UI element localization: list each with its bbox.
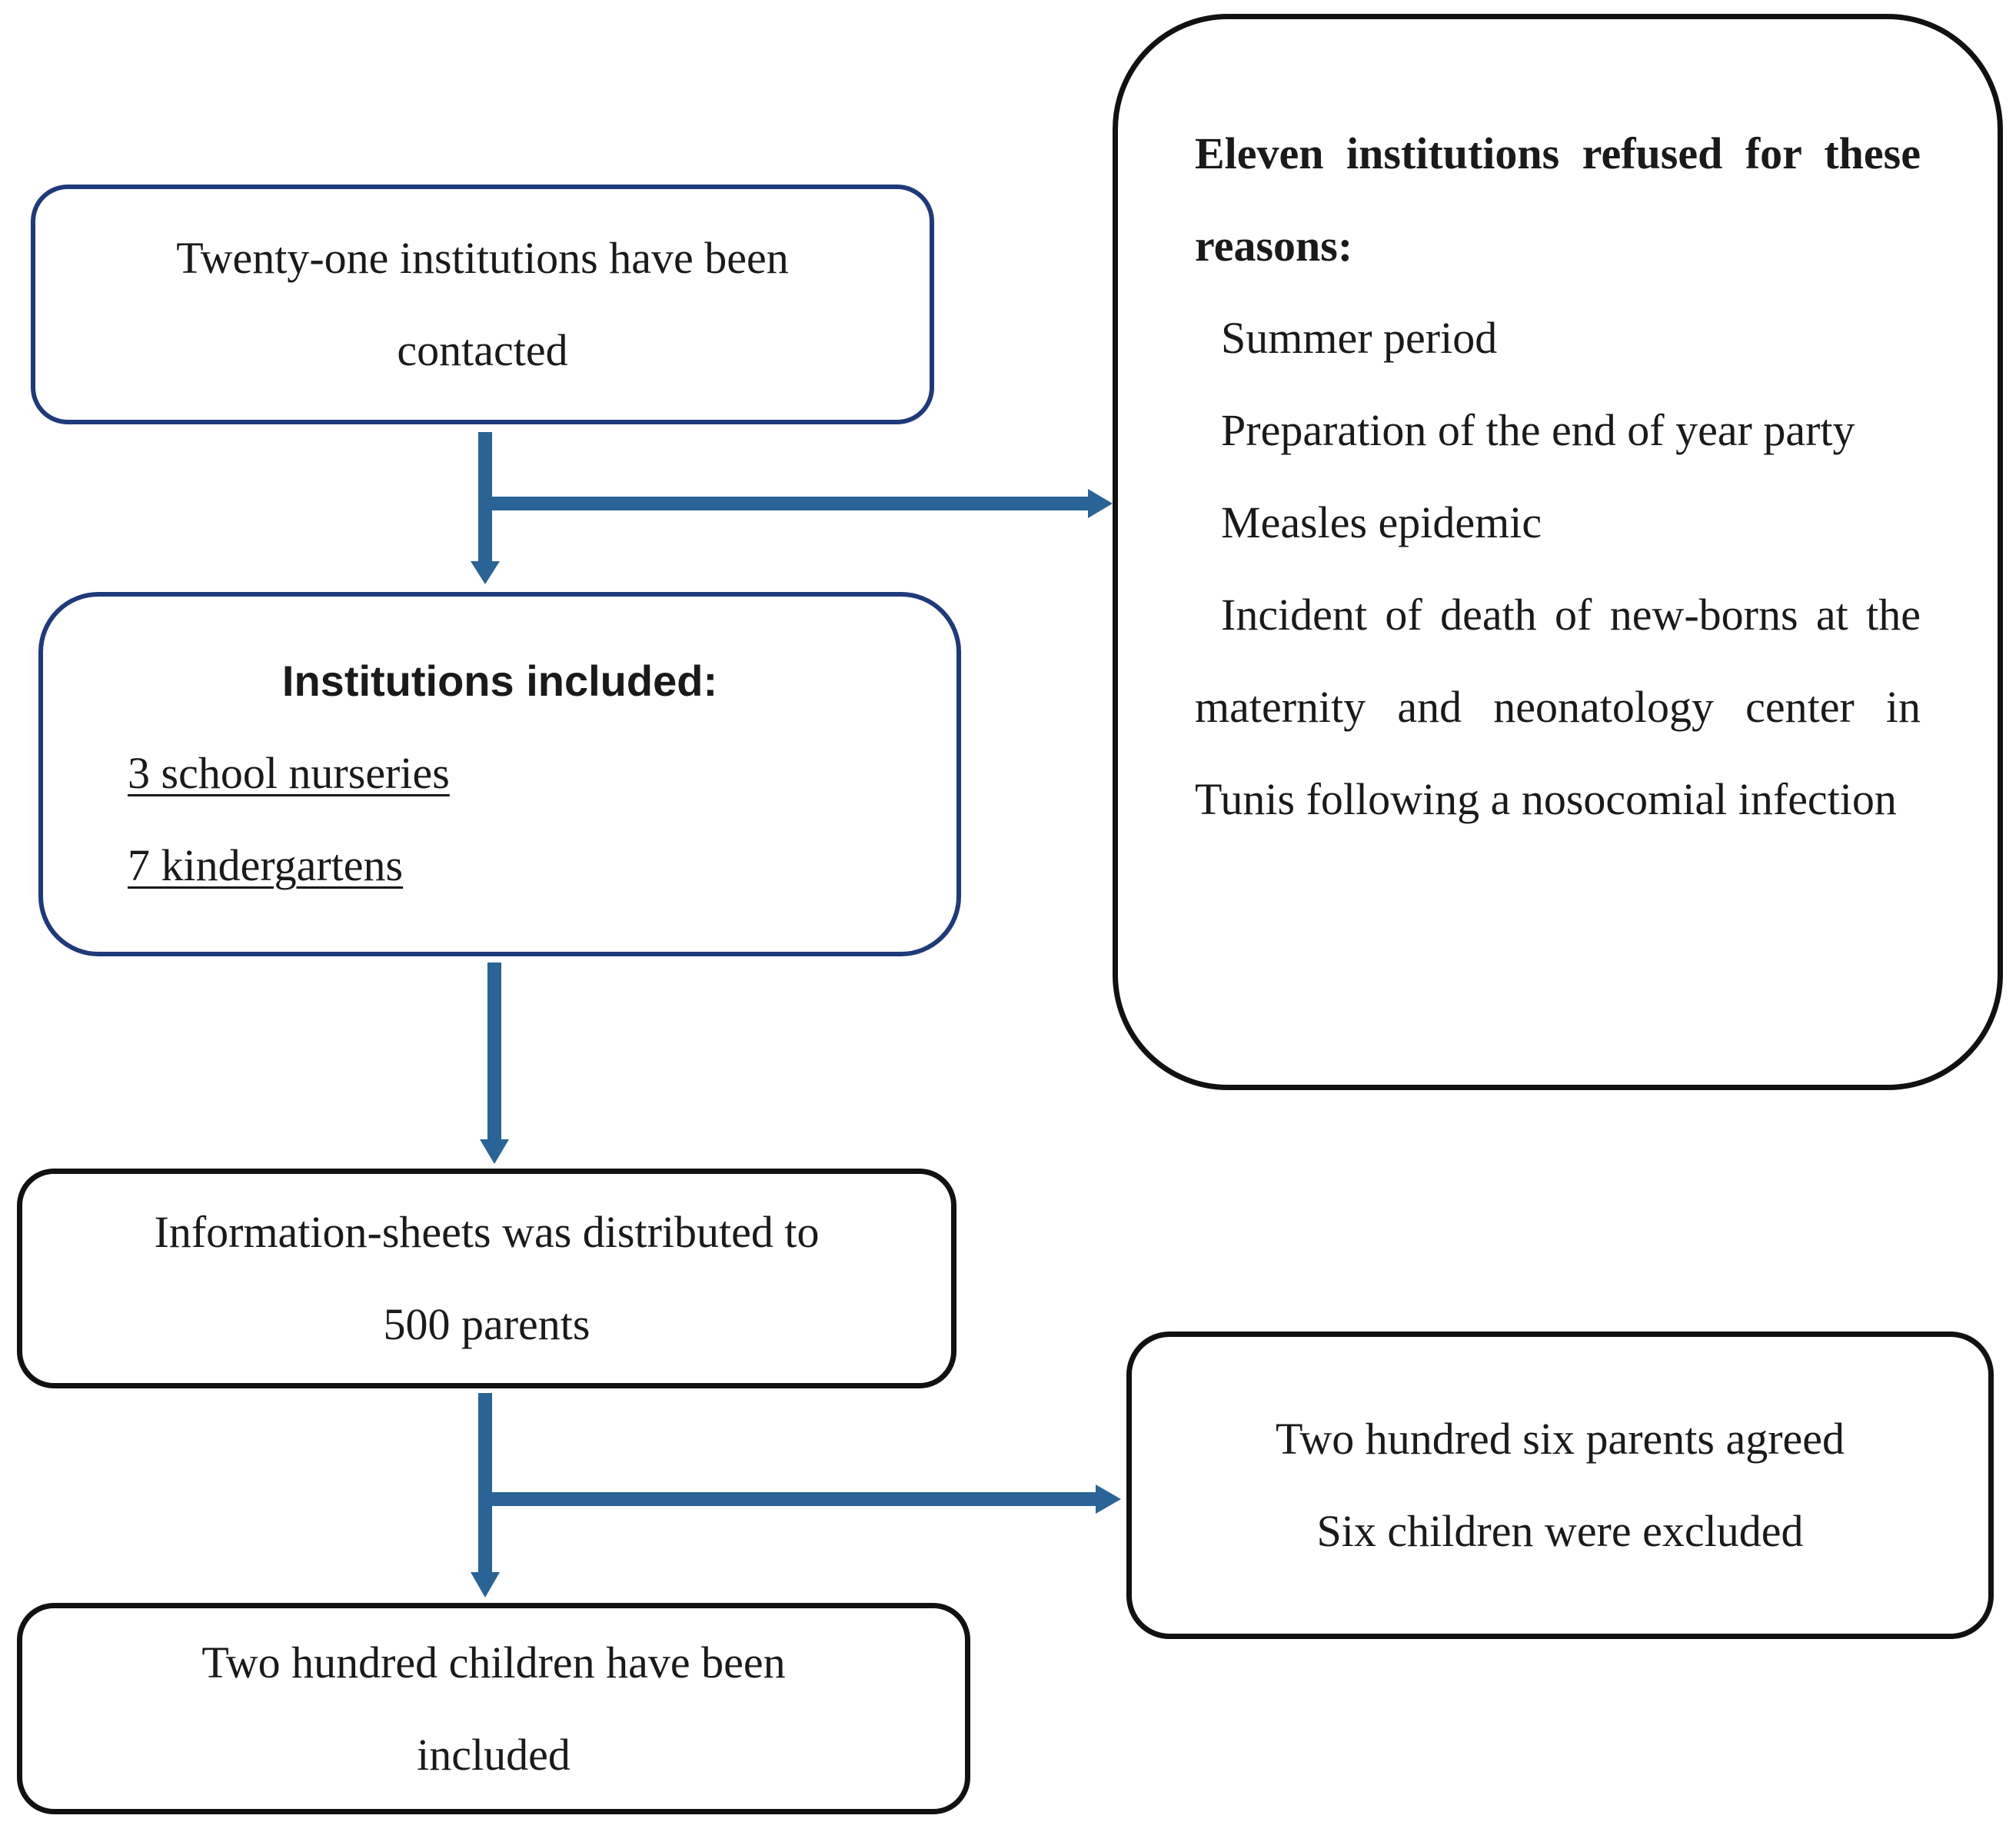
children-line-1: Two hundred children have been (201, 1637, 786, 1687)
children-line-2: included (417, 1729, 571, 1780)
agreed-box: Two hundred six parents agreed Six child… (1126, 1332, 1994, 1639)
contacted-box: Twenty-one institutions have been contac… (31, 185, 934, 424)
distributed-line-1: Information-sheets was distributed to (154, 1207, 820, 1257)
included-heading: Institutions included: (281, 657, 718, 705)
arrow-to-refused (492, 489, 1113, 518)
reason-newborns: Incident of death of new-borns at the ma… (1195, 590, 1921, 824)
arrow-included-to-distributed (480, 963, 509, 1164)
agreed-line-1: Two hundred six parents agreed (1275, 1414, 1845, 1464)
included-item-kindergartens: 7 kindergartens (128, 840, 404, 890)
reason-summer: Summer period (1221, 313, 1498, 363)
refused-box: Eleven institutions refused for these re… (1113, 14, 2003, 1090)
arrow-distributed-to-children (471, 1393, 500, 1598)
reason-measles: Measles epidemic (1221, 497, 1542, 547)
contacted-line-1: Twenty-one institutions have been (176, 233, 789, 283)
reason-party: Preparation of the end of year party (1221, 405, 1855, 455)
agreed-line-2: Six children were excluded (1316, 1506, 1804, 1556)
included-item-nurseries: 3 school nurseries (128, 748, 450, 798)
refused-title: Eleven institutions refused for these re… (1195, 128, 1921, 271)
distributed-box: Information-sheets was distributed to 50… (17, 1169, 956, 1388)
arrow-contacted-to-included (471, 432, 500, 584)
distributed-line-2: 500 parents (383, 1299, 590, 1349)
contacted-line-2: contacted (397, 325, 568, 375)
children-box: Two hundred children have been included (17, 1603, 970, 1814)
included-box: Institutions included: 3 school nurserie… (38, 592, 961, 956)
arrow-to-agreed (492, 1485, 1121, 1514)
